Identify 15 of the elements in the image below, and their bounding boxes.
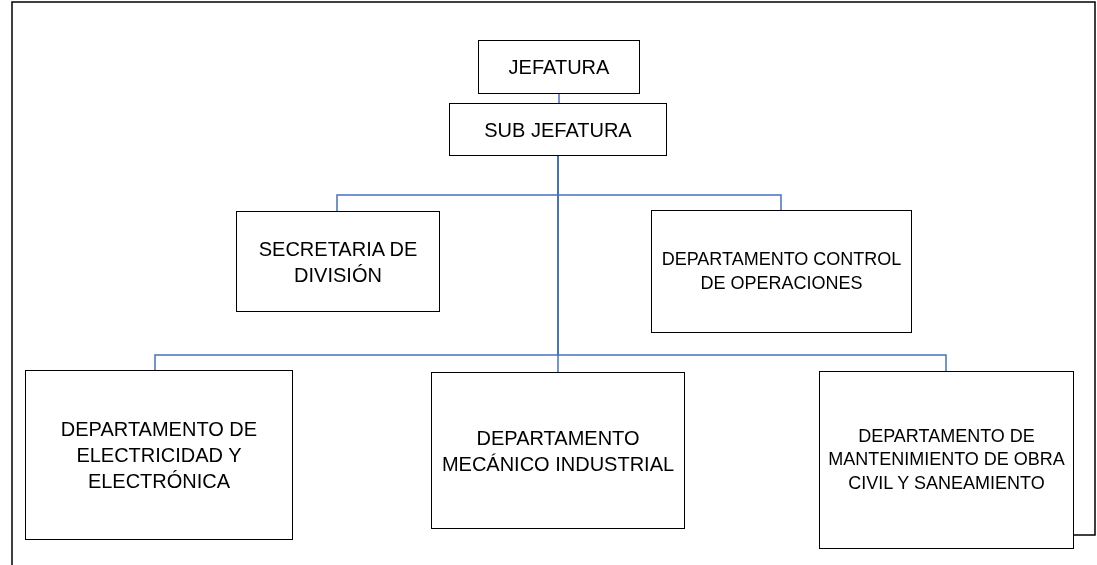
org-box <box>25 370 293 540</box>
org-box <box>478 40 640 94</box>
unit-name: DEPARTAMENTO DE MANTENIMIENTO DE OBRA CIVIL Y SANEAMIENTO <box>827 424 1066 495</box>
org-box <box>236 211 440 312</box>
unit-name: JEFATURA <box>507 55 611 80</box>
unit-name: SUB JEFATURA <box>483 117 633 143</box>
unit-name: DEPARTAMENTO CONTROL DE OPERACIONES <box>660 248 903 295</box>
unit-name: DEPARTAMENTO DE ELECTRICIDAD Y ELECTRÓNICA <box>59 417 259 494</box>
org-box <box>431 372 685 529</box>
connector-line <box>558 93 560 104</box>
unit-name: SECRETARIA DE DIVISIÓN <box>257 236 419 288</box>
org-box <box>651 210 912 333</box>
org-box <box>819 371 1074 549</box>
org-box <box>449 103 667 156</box>
unit-name: DEPARTAMENTO MECÁNICO INDUSTRIAL <box>440 425 676 477</box>
